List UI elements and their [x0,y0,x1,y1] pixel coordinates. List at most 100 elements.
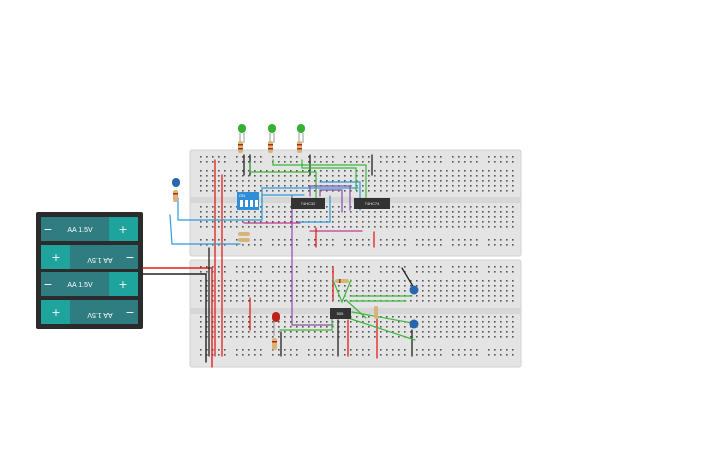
breadboard-hole[interactable] [224,190,226,192]
breadboard-hole[interactable] [488,295,490,297]
breadboard-hole[interactable] [212,244,214,246]
breadboard-hole[interactable] [380,239,382,241]
breadboard-hole[interactable] [200,190,202,192]
breadboard-hole[interactable] [398,170,400,172]
breadboard-hole[interactable] [308,285,310,287]
breadboard-hole[interactable] [362,180,364,182]
breadboard-hole[interactable] [206,316,208,318]
breadboard-hole[interactable] [230,326,232,328]
breadboard-hole[interactable] [506,326,508,328]
breadboard-hole[interactable] [206,271,208,273]
breadboard-hole[interactable] [302,321,304,323]
breadboard-hole[interactable] [392,285,394,287]
breadboard-hole[interactable] [482,280,484,282]
breadboard-hole[interactable] [392,216,394,218]
breadboard-hole[interactable] [242,349,244,351]
breadboard-hole[interactable] [452,280,454,282]
breadboard-hole[interactable] [200,321,202,323]
breadboard-hole[interactable] [284,285,286,287]
breadboard-hole[interactable] [476,156,478,158]
breadboard-hole[interactable] [434,300,436,302]
breadboard-hole[interactable] [248,221,250,223]
breadboard-hole[interactable] [446,285,448,287]
breadboard-hole[interactable] [236,244,238,246]
breadboard-hole[interactable] [350,331,352,333]
breadboard-hole[interactable] [398,175,400,177]
breadboard-hole[interactable] [200,280,202,282]
breadboard-hole[interactable] [464,216,466,218]
breadboard-hole[interactable] [404,326,406,328]
breadboard-hole[interactable] [332,221,334,223]
breadboard-hole[interactable] [236,266,238,268]
breadboard-hole[interactable] [224,300,226,302]
breadboard-hole[interactable] [344,285,346,287]
breadboard-hole[interactable] [380,211,382,213]
breadboard-hole[interactable] [212,180,214,182]
breadboard-hole[interactable] [434,175,436,177]
breadboard-hole[interactable] [278,326,280,328]
breadboard-hole[interactable] [404,161,406,163]
breadboard-hole[interactable] [200,300,202,302]
breadboard-hole[interactable] [338,211,340,213]
battery-pack[interactable]: AA 1.5V − + AA 1.5V + − AA 1.5V − + AA 1… [36,212,143,329]
breadboard-hole[interactable] [470,336,472,338]
breadboard-hole[interactable] [344,221,346,223]
breadboard-hole[interactable] [314,266,316,268]
breadboard-hole[interactable] [218,175,220,177]
breadboard-hole[interactable] [242,156,244,158]
breadboard-hole[interactable] [350,336,352,338]
breadboard-hole[interactable] [422,156,424,158]
breadboard-hole[interactable] [434,316,436,318]
breadboard-hole[interactable] [260,326,262,328]
breadboard-hole[interactable] [446,300,448,302]
breadboard-hole[interactable] [242,266,244,268]
breadboard-hole[interactable] [422,331,424,333]
breadboard-hole[interactable] [440,156,442,158]
breadboard-hole[interactable] [272,295,274,297]
breadboard-hole[interactable] [458,354,460,356]
breadboard-hole[interactable] [476,206,478,208]
breadboard-hole[interactable] [434,161,436,163]
breadboard-hole[interactable] [362,175,364,177]
breadboard-hole[interactable] [410,180,412,182]
breadboard-hole[interactable] [494,175,496,177]
breadboard-hole[interactable] [362,354,364,356]
breadboard-hole[interactable] [470,185,472,187]
breadboard-hole[interactable] [224,170,226,172]
breadboard-hole[interactable] [374,321,376,323]
breadboard-hole[interactable] [494,156,496,158]
breadboard-hole[interactable] [212,271,214,273]
breadboard-hole[interactable] [296,266,298,268]
wire-green[interactable] [279,317,333,331]
breadboard-hole[interactable] [392,226,394,228]
breadboard-hole[interactable] [446,206,448,208]
breadboard-hole[interactable] [236,321,238,323]
breadboard-hole[interactable] [266,300,268,302]
breadboard-hole[interactable] [482,180,484,182]
breadboard-hole[interactable] [482,216,484,218]
breadboard-hole[interactable] [476,354,478,356]
breadboard-hole[interactable] [404,244,406,246]
breadboard-hole[interactable] [428,239,430,241]
breadboard-hole[interactable] [470,349,472,351]
breadboard-hole[interactable] [224,316,226,318]
breadboard-hole[interactable] [404,190,406,192]
breadboard-hole[interactable] [278,161,280,163]
breadboard-hole[interactable] [368,266,370,268]
breadboard-hole[interactable] [224,326,226,328]
breadboard-hole[interactable] [254,280,256,282]
breadboard-hole[interactable] [476,290,478,292]
breadboard-hole[interactable] [212,280,214,282]
breadboard-hole[interactable] [488,180,490,182]
breadboard-hole[interactable] [380,216,382,218]
breadboard-hole[interactable] [254,316,256,318]
breadboard-hole[interactable] [446,321,448,323]
breadboard-hole[interactable] [470,161,472,163]
breadboard-hole[interactable] [206,216,208,218]
breadboard-hole[interactable] [464,290,466,292]
breadboard-hole[interactable] [218,226,220,228]
breadboard-hole[interactable] [386,156,388,158]
breadboard-hole[interactable] [212,290,214,292]
breadboard-hole[interactable] [512,285,514,287]
breadboard-hole[interactable] [374,221,376,223]
